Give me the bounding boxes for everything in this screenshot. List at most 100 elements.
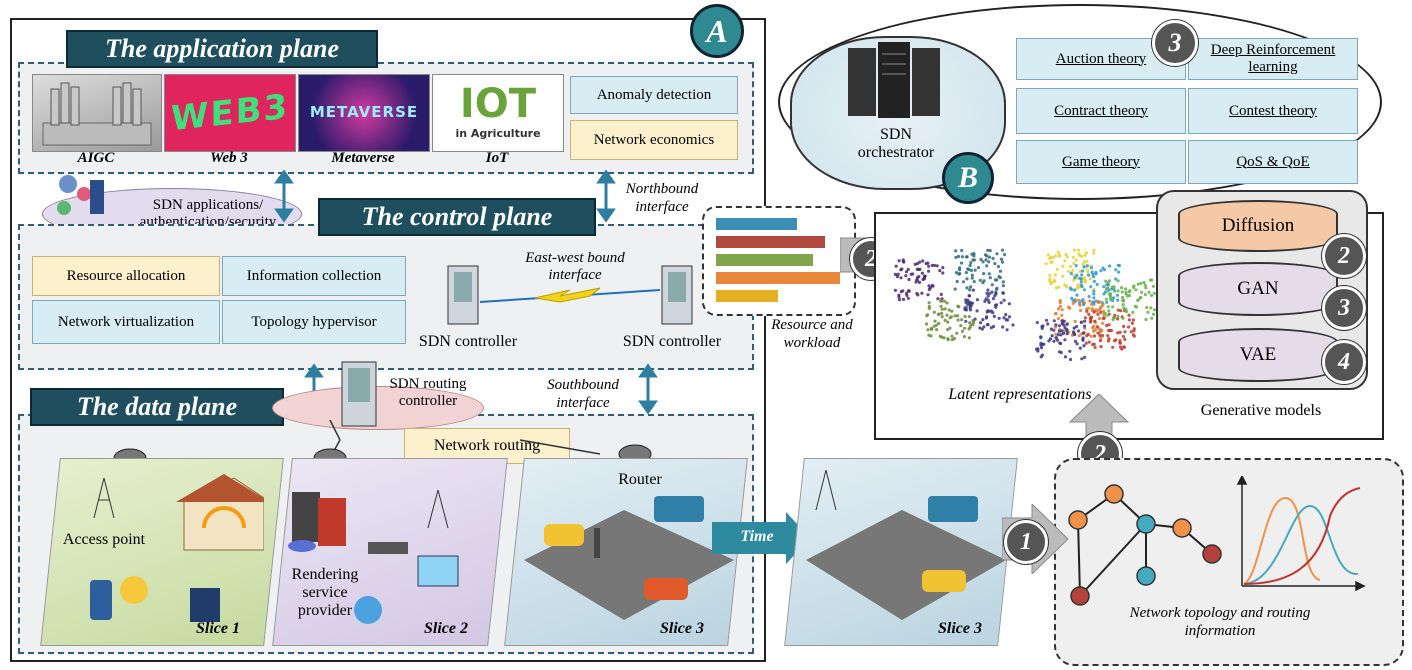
latent-point: [1134, 305, 1138, 309]
latent-point: [894, 264, 898, 268]
latent-point: [1095, 299, 1100, 303]
latent-point: [1136, 298, 1140, 302]
latent-point: [1083, 316, 1087, 320]
latent-point: [953, 287, 957, 291]
latent-point: [1060, 322, 1064, 326]
northbound-label: Northbound interface: [625, 181, 699, 215]
latent-point: [1068, 357, 1073, 362]
latent-point: [1048, 273, 1052, 278]
latent-point: [964, 308, 968, 312]
latent-point: [906, 289, 911, 293]
latent-point: [960, 318, 964, 322]
latent-point: [1077, 298, 1081, 302]
latent-point: [939, 304, 943, 308]
latent-point: [1081, 262, 1085, 266]
latent-point: [946, 328, 950, 332]
resource-bar: [716, 236, 825, 248]
latent-point: [1054, 254, 1058, 258]
latent-point: [1042, 342, 1046, 346]
latent-point: [917, 280, 922, 284]
latent-point: [1099, 345, 1103, 349]
latent-point: [920, 291, 924, 295]
latent-point: [1073, 339, 1078, 343]
latent-point: [1088, 320, 1093, 324]
latent-point: [1072, 326, 1076, 330]
latent-point: [1064, 285, 1069, 289]
latent-point: [893, 288, 897, 292]
latent-point: [1075, 293, 1079, 297]
latent-point: [959, 324, 963, 328]
latent-point: [893, 272, 897, 276]
gears-icon: [50, 172, 110, 218]
slice-3-later-label: Slice 3: [938, 620, 982, 637]
latent-point: [899, 276, 903, 280]
latent-point: [1058, 341, 1062, 345]
latent-point: [1151, 312, 1156, 316]
latent-point: [1074, 325, 1079, 329]
latent-point: [1119, 309, 1123, 313]
latent-point: [1082, 277, 1086, 282]
latent-point: [1063, 338, 1067, 342]
latent-point: [994, 290, 998, 295]
latent-point: [1065, 255, 1069, 259]
latent-point: [941, 266, 945, 270]
latent-point: [1086, 268, 1090, 272]
latent-point: [936, 297, 940, 301]
latent-point: [1109, 298, 1113, 302]
latent-point: [896, 272, 900, 276]
latent-point: [956, 254, 961, 259]
latent-point: [954, 255, 958, 259]
latent-point: [1117, 270, 1121, 274]
latent-point: [1150, 278, 1154, 282]
latent-point: [904, 291, 909, 295]
latent-point: [913, 262, 917, 266]
latent-point: [1086, 332, 1090, 336]
latent-point: [1101, 266, 1105, 270]
latent-point: [945, 313, 949, 317]
latent-point: [1074, 264, 1078, 268]
resource-bar: [716, 254, 813, 266]
latent-point: [1124, 287, 1128, 291]
latent-point: [1120, 347, 1124, 351]
latent-point: [1131, 318, 1135, 322]
latent-point: [985, 254, 989, 258]
latent-point: [1092, 248, 1096, 252]
latent-point: [1072, 262, 1076, 266]
latent-point: [1068, 264, 1073, 269]
latent-point: [1094, 270, 1098, 275]
latent-point: [1092, 310, 1096, 314]
latent-point: [962, 326, 967, 330]
rendering-provider-label: Rendering service provider: [291, 566, 359, 619]
latent-point: [964, 271, 968, 275]
sdn-controller-right-label: SDN controller: [622, 333, 722, 350]
latent-point: [906, 267, 910, 272]
latent-point: [1057, 324, 1062, 328]
latent-point: [967, 267, 971, 272]
latent-point: [1076, 248, 1081, 252]
latent-point: [916, 267, 921, 271]
latent-point: [906, 296, 910, 300]
orchestrator-label: SDN orchestrator: [857, 126, 935, 161]
iot-art-subtext: in Agriculture: [455, 127, 541, 140]
latent-point: [1087, 340, 1091, 344]
latent-point: [990, 283, 994, 287]
latent-point: [926, 328, 930, 332]
latent-point: [997, 316, 1001, 320]
latent-point: [1142, 280, 1146, 285]
latent-point: [1093, 319, 1097, 323]
latent-point: [1080, 299, 1084, 303]
latent-point: [1105, 300, 1109, 304]
latent-point: [927, 269, 931, 273]
latent-point: [980, 327, 984, 331]
latent-point: [904, 270, 909, 274]
latent-point: [1082, 265, 1086, 269]
data-plane-title: The data plane: [30, 388, 284, 426]
metaverse-art-text: METAVERSE: [309, 103, 419, 121]
latent-point: [985, 291, 989, 295]
latent-point: [1150, 316, 1154, 320]
latent-point: [1123, 330, 1127, 334]
latent-point: [1087, 273, 1091, 277]
qos-qoe-box: QoS & QoE: [1188, 140, 1358, 184]
latent-point: [1149, 293, 1154, 297]
latent-point: [1007, 315, 1012, 319]
